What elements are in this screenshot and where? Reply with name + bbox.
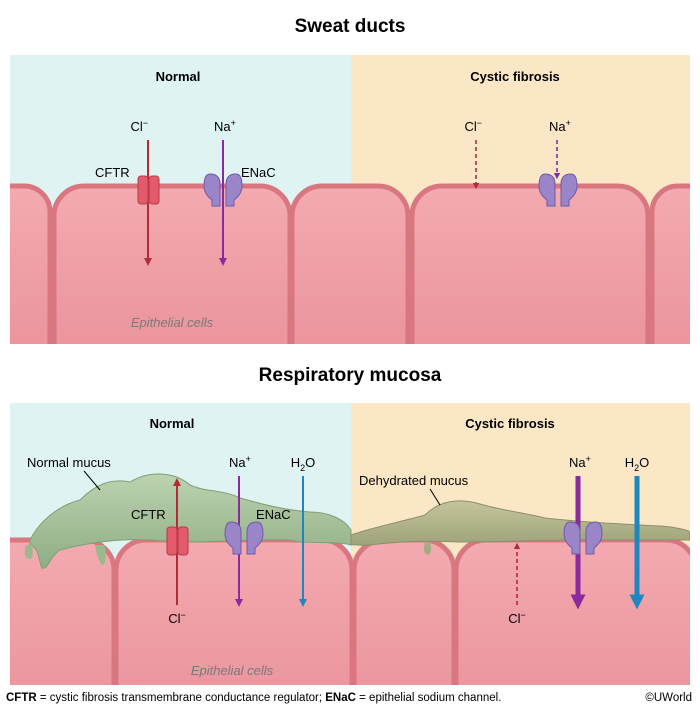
cftr-diagram: Normal Cystic fibrosis Cl− Na+ CFTR ENaC… [10,55,690,685]
mucus-drip [95,545,106,565]
resp-cf-label: Cystic fibrosis [465,416,555,431]
normal-mucus-layer [29,473,352,569]
resp-enac-channel [224,521,264,555]
sweat-normal-label: Normal [156,69,201,84]
sweat-epithelial-cells [10,183,690,344]
sweat-cf-enac-channel [538,173,578,207]
footnote-cftr-abbr: CFTR [6,692,37,704]
resp-normal-h2o-label: H2O [291,455,316,473]
dehydrated-mucus-label: Dehydrated mucus [359,473,469,488]
resp-epithelial-cells [10,537,690,685]
resp-cf-cl-label: Cl− [508,610,526,626]
sweat-normal-na-label: Na+ [214,118,236,134]
resp-cf-na-label: Na+ [569,454,591,470]
sweat-cf-cl-label: Cl− [464,118,482,134]
sweat-cftr-channel [137,175,160,205]
resp-normal-cl-label: Cl− [168,610,186,626]
sweat-cf-label: Cystic fibrosis [470,69,560,84]
normal-mucus-pointer [83,470,101,491]
sweat-enac-label: ENaC [241,165,276,180]
resp-epithelial-label: Epithelial cells [191,663,274,678]
footnote-enac-abbr: ENaC [325,692,356,704]
mucus-drip-left [24,545,33,559]
sweat-cftr-label: CFTR [95,165,130,180]
sweat-enac-channel [203,173,243,207]
resp-cftr-label: CFTR [131,507,166,522]
respiratory-mucosa-title: Respiratory mucosa [258,365,442,386]
sweat-ducts-title: Sweat ducts [294,16,406,37]
normal-mucus-label: Normal mucus [27,455,111,470]
dehydrated-mucus-pointer [429,488,441,506]
resp-cftr-channel [166,526,189,556]
dehydrated-mucus-layer [350,500,690,546]
resp-cf-enac-channel [563,521,603,555]
footnote-enac-def: = epithelial sodium channel. [355,692,502,704]
sweat-ducts-panel: Normal Cystic fibrosis Cl− Na+ CFTR ENaC… [10,55,690,344]
resp-enac-label: ENaC [256,507,291,522]
footnote-cftr-def: = cystic fibrosis transmembrane conducta… [36,692,326,704]
sweat-normal-cl-label: Cl− [130,118,148,134]
footnote: CFTR = cystic fibrosis transmembrane con… [6,692,501,704]
dry-mucus-drip [424,542,432,555]
sweat-epithelial-label: Epithelial cells [131,315,214,330]
resp-cf-h2o-label: H2O [625,455,650,473]
sweat-cf-na-label: Na+ [549,118,571,134]
resp-normal-na-label: Na+ [229,454,251,470]
resp-normal-label: Normal [150,416,195,431]
copyright: ©UWorld [645,692,692,704]
respiratory-panel: Normal Cystic fibrosis Normal mucus Dehy… [10,403,690,685]
